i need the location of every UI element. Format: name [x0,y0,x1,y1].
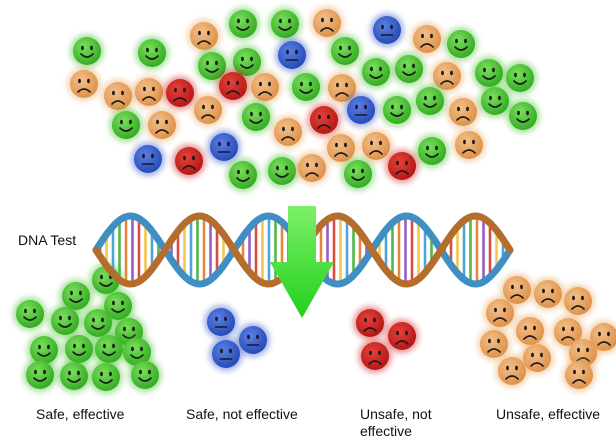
frowning-face-icon [483,296,517,330]
frowning-face-icon [271,115,305,149]
frowning-face-icon [216,69,250,103]
frowning-face-icon [310,6,344,40]
smiley-face-icon [109,108,143,142]
smiley-face-icon [359,55,393,89]
smiley-face-icon [413,84,447,118]
smiley-face-icon [239,100,273,134]
frowning-face-icon [385,319,419,353]
smiley-face-icon [89,360,123,394]
frowning-face-icon [67,67,101,101]
caption-unsafe-not-effective: Unsafe, not effective [360,406,452,440]
smiley-face-icon [289,70,323,104]
caption-unsafe-effective: Unsafe, effective [496,406,600,423]
frowning-face-icon [562,358,596,392]
smiley-face-icon [265,154,299,188]
neutral-face-icon [275,38,309,72]
smiley-face-icon [506,99,540,133]
frowning-face-icon [385,149,419,183]
smiley-face-icon [392,52,426,86]
frowning-face-icon [132,75,166,109]
neutral-face-icon [370,13,404,47]
smiley-face-icon [128,358,162,392]
smiley-face-icon [415,134,449,168]
smiley-face-icon [380,93,414,127]
smiley-face-icon [503,61,537,95]
smiley-face-icon [70,34,104,68]
smiley-face-icon [23,358,57,392]
frowning-face-icon [452,128,486,162]
caption-safe-not-effective: Safe, not effective [186,406,298,423]
smiley-face-icon [226,7,260,41]
frowning-face-icon [358,339,392,373]
frowning-face-icon [191,93,225,127]
smiley-face-icon [268,7,302,41]
neutral-face-icon [207,130,241,164]
frowning-face-icon [187,19,221,53]
smiley-face-icon [57,359,91,393]
faces-layer [13,6,616,394]
frowning-face-icon [248,70,282,104]
smiley-face-icon [444,27,478,61]
frowning-face-icon [446,95,480,129]
caption-safe-effective: Safe, effective [36,406,124,423]
smiley-face-icon [13,297,47,331]
smiley-face-icon [341,157,375,191]
frowning-face-icon [495,354,529,388]
smiley-face-icon [226,158,260,192]
frowning-face-icon [145,108,179,142]
frowning-face-icon [295,151,329,185]
frowning-face-icon [101,79,135,113]
smiley-face-icon [135,36,169,70]
neutral-face-icon [204,305,238,339]
smiley-face-icon [472,56,506,90]
neutral-face-icon [131,142,165,176]
frowning-face-icon [561,284,595,318]
neutral-face-icon [209,337,243,371]
frowning-face-icon [531,277,565,311]
dna-test-label: DNA Test [18,232,76,249]
frowning-face-icon [410,22,444,56]
frowning-face-icon [172,144,206,178]
smiley-face-icon [328,34,362,68]
neutral-face-icon [344,93,378,127]
frowning-face-icon [353,306,387,340]
